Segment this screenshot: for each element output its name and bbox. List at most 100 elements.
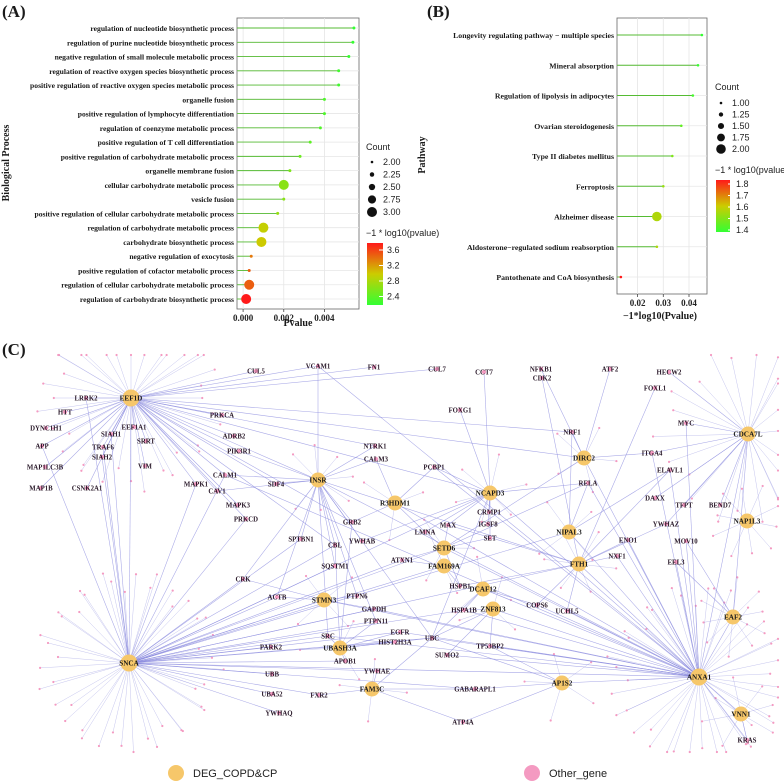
other-gene-node [219, 412, 225, 418]
other-gene-node [472, 686, 478, 692]
other-gene-label: CUL7 [428, 367, 446, 374]
deg-node-label: ANXA1 [687, 674, 712, 682]
other-gene-node [392, 639, 398, 645]
peripheral-node [776, 408, 780, 411]
network-edge [128, 635, 329, 664]
other-gene-label: MOV10 [674, 539, 698, 546]
peripheral-node [730, 554, 733, 558]
other-gene-label: ATP4A [452, 720, 473, 727]
other-gene-label: CSNK2A1 [72, 486, 103, 493]
peripheral-node [744, 743, 748, 746]
peripheral-node [187, 599, 190, 602]
peripheral-node [219, 423, 222, 426]
other-gene-node [273, 481, 279, 487]
deg-node-label: SNCA [119, 660, 139, 668]
term-label: regulation of coenzyme metabolic process [100, 124, 234, 133]
other-gene-label: TFPT [675, 503, 693, 510]
network-edge [568, 531, 700, 678]
network-edge [669, 469, 700, 678]
term-label: organelle membrane fusion [145, 167, 234, 176]
peripheral-edge [747, 383, 779, 435]
peripheral-node [304, 574, 308, 578]
other-gene-node [460, 719, 466, 725]
network-edge [446, 608, 494, 656]
other-gene-node [666, 369, 672, 375]
network-edge [371, 637, 433, 690]
other-gene-label: SIAH1 [101, 432, 122, 439]
other-gene-label: EEF1A1 [122, 425, 148, 432]
peripheral-node [727, 655, 730, 658]
peripheral-node [105, 353, 108, 357]
peripheral-node [296, 622, 300, 626]
other-gene-node [399, 557, 405, 563]
peripheral-node [458, 618, 461, 622]
network-edge [130, 397, 240, 452]
peripheral-edge [69, 397, 132, 434]
other-gene-label: SET [484, 536, 497, 543]
deg-node [554, 675, 570, 691]
peripheral-node [598, 426, 601, 430]
network-edge [578, 563, 700, 678]
network-edge [566, 563, 580, 612]
peripheral-node [725, 750, 728, 754]
peripheral-edge [83, 397, 132, 465]
peripheral-node [591, 558, 594, 561]
peripheral-node [771, 731, 774, 734]
data-point [244, 279, 255, 290]
term-label: regulation of purine nucleotide biosynth… [67, 38, 234, 47]
peripheral-node [757, 590, 760, 593]
deg-node-label: FAM3C [360, 686, 385, 694]
peripheral-node [646, 606, 649, 609]
term-label: Aldosterone−regulated sodium reabsorptio… [467, 243, 615, 252]
network-edge [578, 523, 667, 565]
deg-node-label: DIRC2 [573, 455, 595, 463]
other-gene-label: ELAVL1 [657, 468, 684, 475]
network-edge [443, 482, 589, 549]
deg-node-label: INSR [309, 477, 327, 485]
network-edge [447, 524, 580, 565]
peripheral-edge [128, 662, 205, 711]
panel-b-y-axis-label: Pathway [417, 136, 428, 173]
peripheral-node [456, 591, 459, 595]
network-edge [128, 596, 278, 664]
term-label: regulation of reactive oxygen species bi… [49, 67, 234, 76]
peripheral-edge [698, 602, 725, 678]
peripheral-node [700, 720, 704, 723]
peripheral-edge [747, 433, 779, 500]
deg-node-label: DCAF12 [469, 586, 497, 594]
peripheral-edge [58, 354, 132, 399]
peripheral-node [480, 520, 483, 523]
network-edge [394, 502, 700, 678]
peripheral-node [606, 655, 609, 658]
network-edge [110, 433, 130, 664]
network-edge [102, 397, 132, 448]
peripheral-node [525, 483, 528, 486]
panel-a-color-legend-title: −1 * log10(pvalue) [366, 228, 439, 238]
peripheral-edge [653, 433, 749, 437]
other-gene-label: TRAF6 [92, 445, 115, 452]
deg-node-label: FAM169A [428, 563, 461, 571]
other-gene-node [316, 692, 322, 698]
term-label: organelle fusion [182, 95, 234, 104]
deg-node [485, 601, 501, 617]
panel-a-plot-area [236, 17, 360, 310]
peripheral-node [213, 368, 216, 371]
data-point [278, 179, 289, 190]
data-point [352, 26, 356, 30]
peripheral-node [203, 683, 206, 686]
other-gene-node [744, 737, 750, 743]
data-point [298, 154, 302, 158]
peripheral-node [590, 510, 593, 514]
deg-node [690, 668, 708, 686]
peripheral-node [39, 633, 42, 637]
network-edge [459, 409, 491, 494]
network-edge [317, 479, 336, 567]
network-edge [474, 682, 563, 690]
other-gene-node [486, 509, 492, 515]
other-gene-label: PCBP1 [423, 465, 445, 472]
other-gene-label: ITGA4 [642, 451, 663, 458]
other-gene-node [461, 607, 467, 613]
other-gene-label: YWHAQ [265, 711, 292, 718]
other-gene-label: DYNC1H1 [30, 426, 62, 433]
